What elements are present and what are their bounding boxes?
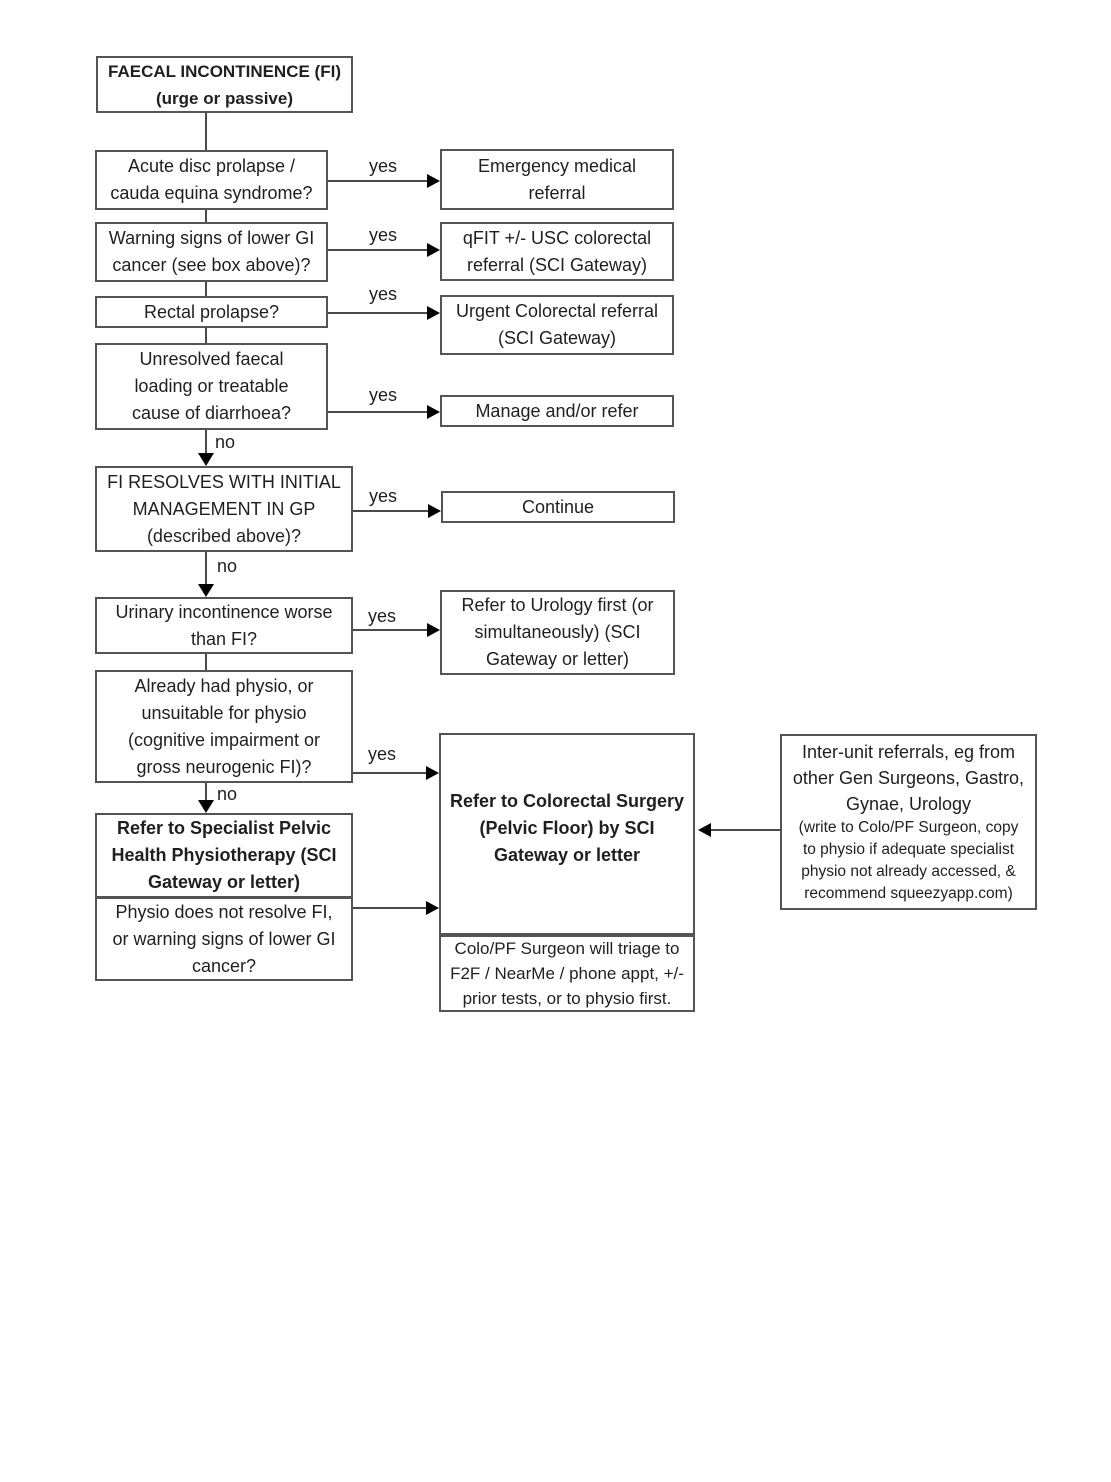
node-rectal-prolapse: Rectal prolapse? bbox=[95, 296, 328, 328]
node-refer-urology-first: Refer to Urology first (or simultaneousl… bbox=[440, 590, 675, 675]
edge-label-yes: yes bbox=[367, 284, 400, 304]
connector-fi-yes-to-continue bbox=[353, 510, 429, 512]
connector-already-no-to-specialist bbox=[205, 783, 207, 802]
connector-already-yes-to-colorectal bbox=[353, 772, 427, 774]
arrowhead-right-urology bbox=[427, 623, 440, 637]
arrowhead-right-colorectal-physio bbox=[426, 901, 439, 915]
edge-label-yes: yes bbox=[366, 606, 399, 626]
node-acute-disc-prolapse: Acute disc prolapse / cauda equina syndr… bbox=[95, 150, 328, 210]
node-manage-andor-refer: Manage and/or refer bbox=[440, 395, 674, 427]
arrowhead-right-continue bbox=[428, 504, 441, 518]
node-refer-colorectal-surgery: Refer to Colorectal Surgery (Pelvic Floo… bbox=[439, 733, 695, 935]
edge-label-yes: yes bbox=[366, 744, 399, 764]
node-urinary-incontinence-worse: Urinary incontinence worse than FI? bbox=[95, 597, 353, 654]
edge-label-yes: yes bbox=[367, 486, 400, 506]
edge-label-yes: yes bbox=[367, 385, 400, 405]
arrowhead-right-manage bbox=[427, 405, 440, 419]
connector-unresolved-no-to-fi bbox=[205, 430, 207, 455]
edge-label-yes: yes bbox=[367, 156, 400, 176]
connector-rectal-yes-to-urgent bbox=[328, 312, 428, 314]
inter-unit-note-text: (write to Colo/PF Surgeon, copy to physi… bbox=[798, 819, 1019, 902]
connector-urinary-yes-to-urology bbox=[353, 629, 428, 631]
inter-unit-main-text: Inter-unit referrals, eg from other Gen … bbox=[792, 742, 1025, 814]
arrowhead-right-colorectal-yes bbox=[426, 766, 439, 780]
arrowhead-down-fi bbox=[198, 453, 214, 466]
edge-label-no: no bbox=[215, 556, 240, 576]
connector-warning-to-rectal bbox=[205, 282, 207, 296]
arrowhead-down-urinary bbox=[198, 584, 214, 597]
node-refer-specialist-pelvic-physio: Refer to Specialist Pelvic Health Physio… bbox=[95, 813, 353, 898]
connector-physio-to-colorectal bbox=[353, 907, 427, 909]
node-emergency-medical-referral: Emergency medical referral bbox=[440, 149, 674, 210]
arrowhead-down-specialist bbox=[198, 800, 214, 813]
node-already-had-physio: Already had physio, or unsuitable for ph… bbox=[95, 670, 353, 783]
connector-urinary-to-already bbox=[205, 654, 207, 670]
connector-acute-to-warning bbox=[205, 210, 207, 222]
node-physio-does-not-resolve: Physio does not resolve FI, or warning s… bbox=[95, 897, 353, 981]
node-faecal-incontinence-title: FAECAL INCONTINENCE (FI) (urge or passiv… bbox=[96, 56, 353, 113]
node-colo-pf-surgeon-triage-note: Colo/PF Surgeon will triage to F2F / Nea… bbox=[439, 935, 695, 1012]
connector-title-to-acute bbox=[205, 113, 207, 150]
node-inter-unit-referrals: Inter-unit referrals, eg from other Gen … bbox=[780, 734, 1037, 910]
edge-label-yes: yes bbox=[367, 225, 400, 245]
arrowhead-right-emergency bbox=[427, 174, 440, 188]
connector-acute-yes-to-emergency bbox=[328, 180, 428, 182]
arrowhead-left-colorectal-interunit bbox=[698, 823, 711, 837]
connector-warning-yes-to-qfit bbox=[328, 249, 428, 251]
arrowhead-right-urgent bbox=[427, 306, 440, 320]
connector-unresolved-yes-to-manage bbox=[328, 411, 428, 413]
edge-label-no: no bbox=[213, 432, 238, 452]
node-warning-signs-lower-gi: Warning signs of lower GI cancer (see bo… bbox=[95, 222, 328, 282]
node-continue: Continue bbox=[441, 491, 675, 523]
node-urgent-colorectal-referral: Urgent Colorectal referral (SCI Gateway) bbox=[440, 295, 674, 355]
connector-interunit-to-colorectal bbox=[711, 829, 782, 831]
node-qfit-usc-colorectal-referral: qFIT +/- USC colorectal referral (SCI Ga… bbox=[440, 222, 674, 281]
connector-fi-no-to-urinary bbox=[205, 552, 207, 586]
node-fi-resolves-initial-management: FI RESOLVES WITH INITIAL MANAGEMENT IN G… bbox=[95, 466, 353, 552]
connector-rectal-to-unresolved bbox=[205, 328, 207, 343]
node-unresolved-faecal-loading: Unresolved faecal loading or treatable c… bbox=[95, 343, 328, 430]
edge-label-no: no bbox=[215, 784, 240, 804]
arrowhead-right-qfit bbox=[427, 243, 440, 257]
